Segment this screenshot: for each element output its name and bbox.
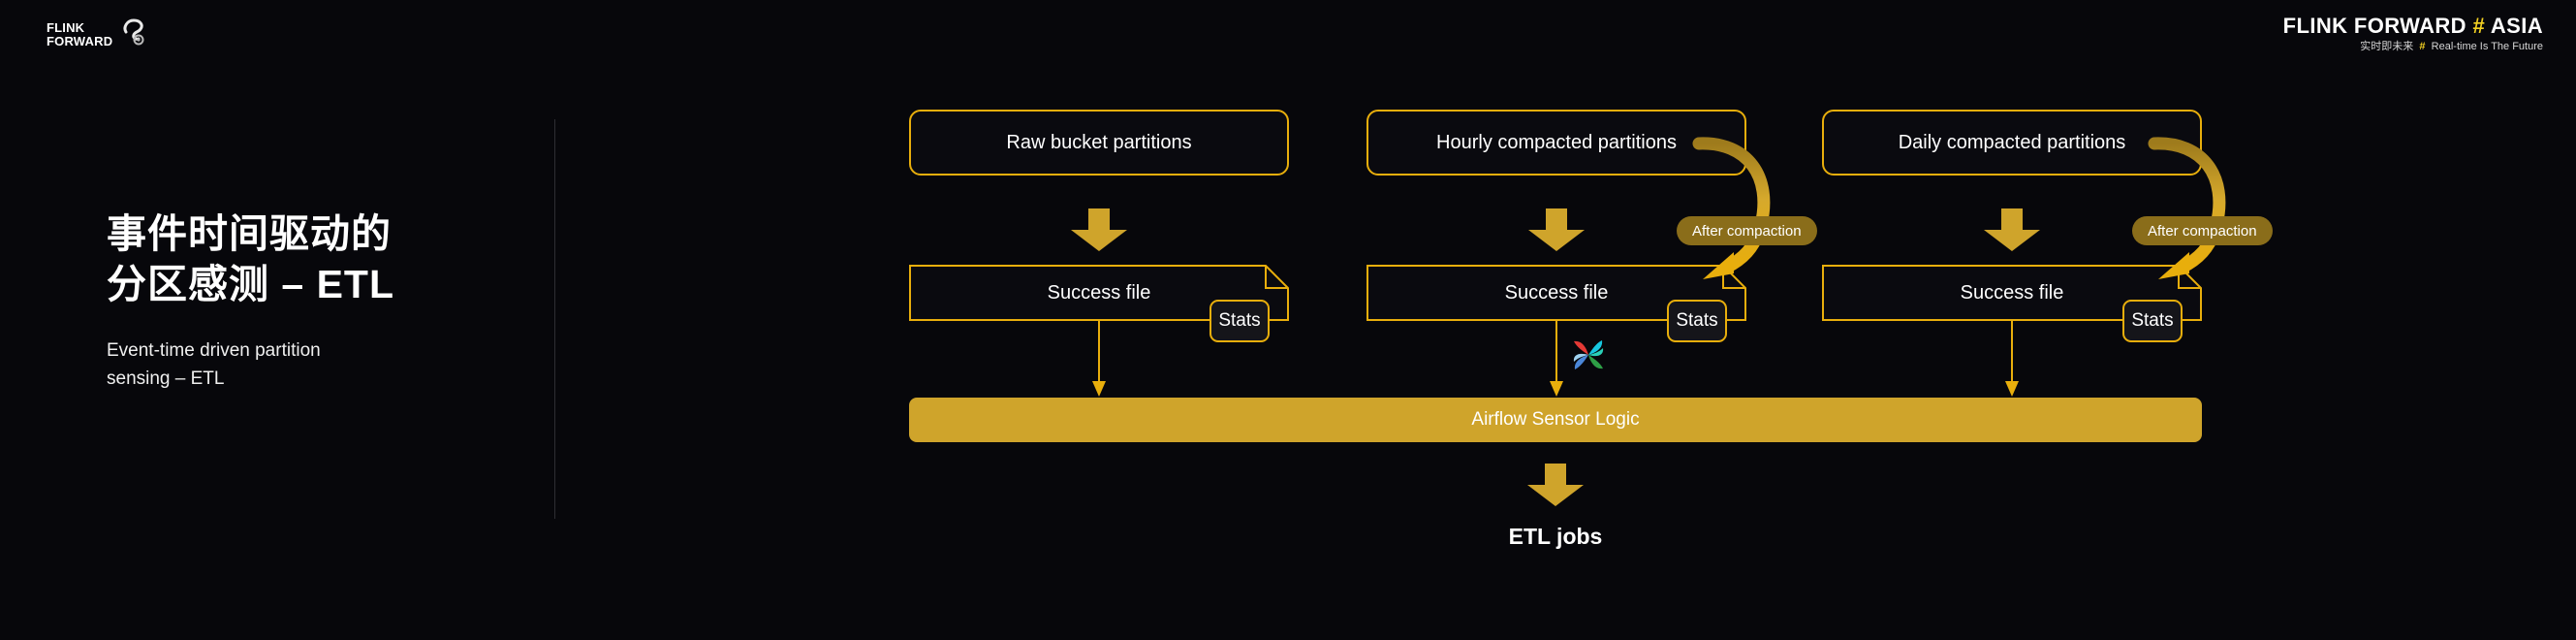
slide-subtitle-en: Event-time driven partition sensing – ET… bbox=[107, 340, 321, 389]
brand-hash-icon: # bbox=[2472, 14, 2486, 38]
down-arrow-icon bbox=[1528, 208, 1585, 251]
success-file-label-hourly: Success file bbox=[1504, 281, 1609, 304]
stats-badge-hourly[interactable]: Stats bbox=[1667, 300, 1727, 342]
brand-title-prefix: FLINK FORWARD bbox=[2282, 14, 2473, 38]
after-compaction-label-daily: After compaction bbox=[2148, 222, 2257, 240]
vertical-divider bbox=[554, 119, 555, 519]
connector-arrow-icon bbox=[1548, 321, 1565, 397]
partition-box-hourly-label: Hourly compacted partitions bbox=[1436, 131, 1677, 153]
partition-box-hourly[interactable]: Hourly compacted partitions bbox=[1367, 110, 1746, 176]
logo-text: FLINK FORWARD bbox=[47, 21, 112, 48]
connector-arrow-icon bbox=[2003, 321, 2021, 397]
stats-badge-daily-label: Stats bbox=[2131, 310, 2174, 331]
success-file-box-daily[interactable]: Success file bbox=[1822, 265, 2202, 321]
brand-title: FLINK FORWARD # ASIA bbox=[2283, 14, 2543, 39]
airflow-pinwheel-icon bbox=[1570, 336, 1607, 373]
slide-title-block: 事件时间驱动的 分区感测 – ETL Event-time driven par… bbox=[107, 208, 514, 393]
airflow-sensor-logic-label: Airflow Sensor Logic bbox=[1471, 409, 1640, 430]
stats-badge-raw-label: Stats bbox=[1218, 310, 1261, 331]
stats-badge-daily[interactable]: Stats bbox=[2122, 300, 2183, 342]
brand-subtitle: 实时即未来 # Real-time Is The Future bbox=[2283, 41, 2543, 53]
success-file-label-daily: Success file bbox=[1960, 281, 2064, 304]
airflow-sensor-logic-bar[interactable]: Airflow Sensor Logic bbox=[909, 398, 2202, 442]
stats-badge-hourly-label: Stats bbox=[1676, 310, 1718, 331]
after-compaction-label-hourly: After compaction bbox=[1692, 222, 1802, 240]
compaction-curve-arrow-icon bbox=[1691, 136, 1817, 281]
logo-text-line2: FORWARD bbox=[47, 34, 113, 48]
brand-title-suffix: ASIA bbox=[2485, 14, 2543, 38]
connector-arrow-icon bbox=[1090, 321, 1108, 397]
partition-box-daily-label: Daily compacted partitions bbox=[1898, 131, 2126, 153]
compaction-curve-arrow-icon bbox=[2147, 136, 2273, 281]
partition-box-raw-label: Raw bucket partitions bbox=[1006, 131, 1192, 153]
success-file-label-raw: Success file bbox=[1047, 281, 1151, 304]
flink-forward-logo: FLINK FORWARD bbox=[47, 16, 163, 68]
brand-subtitle-en: Real-time Is The Future bbox=[2431, 41, 2543, 52]
success-file-box-hourly[interactable]: Success file bbox=[1367, 265, 1746, 321]
partition-box-daily[interactable]: Daily compacted partitions bbox=[1822, 110, 2202, 176]
down-arrow-icon bbox=[1071, 208, 1127, 251]
down-arrow-icon bbox=[1984, 208, 2040, 251]
stats-badge-raw[interactable]: Stats bbox=[1209, 300, 1270, 342]
squirrel-icon bbox=[114, 16, 147, 50]
slide-title-cn: 事件时间驱动的 分区感测 – ETL bbox=[107, 211, 395, 306]
logo-text-line1: FLINK bbox=[47, 20, 85, 35]
down-arrow-icon bbox=[1527, 464, 1584, 506]
etl-jobs-label: ETL jobs bbox=[1508, 524, 1603, 549]
after-compaction-pill-daily: After compaction bbox=[2132, 216, 2273, 245]
success-file-box-raw[interactable]: Success file bbox=[909, 265, 1289, 321]
event-brand: FLINK FORWARD # ASIA 实时即未来 # Real-time I… bbox=[2283, 14, 2543, 53]
brand-subtitle-hash-icon: # bbox=[2419, 41, 2426, 52]
brand-subtitle-cn: 实时即未来 bbox=[2360, 41, 2414, 52]
after-compaction-pill-hourly: After compaction bbox=[1677, 216, 1817, 245]
partition-box-raw[interactable]: Raw bucket partitions bbox=[909, 110, 1289, 176]
